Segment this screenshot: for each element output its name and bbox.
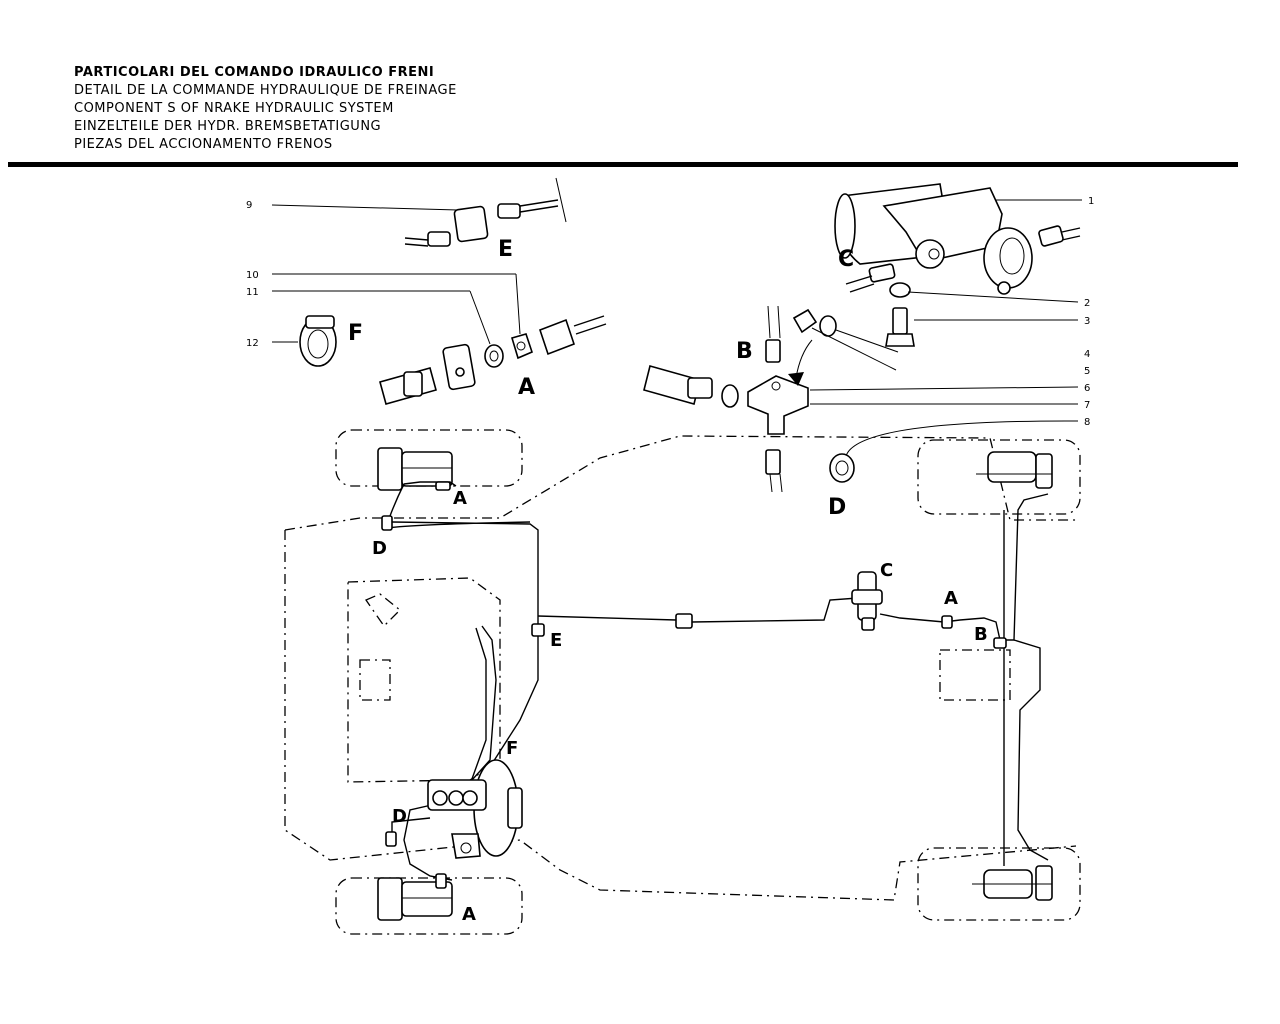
label-e-main-line: E bbox=[550, 630, 562, 651]
label-detail-c: C bbox=[838, 247, 854, 272]
pressure-regulator bbox=[851, 571, 883, 631]
label-detail-b: B bbox=[736, 339, 753, 364]
callout-10: 10 bbox=[246, 270, 259, 281]
title-english: COMPONENT S OF NRAKE HYDRAULIC SYSTEM bbox=[74, 101, 394, 116]
front-left-caliper bbox=[377, 447, 453, 491]
detail-e-union bbox=[271, 177, 567, 247]
chassis-outline bbox=[284, 429, 1081, 935]
label-a-front-right: A bbox=[462, 904, 476, 925]
callout-9: 9 bbox=[246, 200, 252, 211]
detail-f-clip bbox=[272, 315, 337, 367]
callout-1: 1 bbox=[1088, 196, 1094, 207]
callout-3: 3 bbox=[1084, 316, 1090, 327]
detail-c-cylinder bbox=[834, 183, 1082, 347]
title-block: PARTICOLARI DEL COMANDO IDRAULICO FRENI … bbox=[74, 64, 457, 154]
rear-right-brake bbox=[972, 865, 1053, 901]
label-c-regulator: C bbox=[880, 560, 893, 581]
detail-d-grommet bbox=[829, 420, 1079, 483]
front-right-caliper bbox=[377, 877, 453, 921]
label-d-front-right: D bbox=[392, 806, 407, 827]
callout-7: 7 bbox=[1084, 400, 1090, 411]
callout-6: 6 bbox=[1084, 383, 1090, 394]
label-detail-d: D bbox=[828, 495, 846, 520]
title-german: EINZELTEILE DER HYDR. BREMSBETATIGUNG bbox=[74, 119, 382, 134]
line-fittings bbox=[381, 481, 1007, 889]
title-french: DETAIL DE LA COMMANDE HYDRAULIQUE DE FRE… bbox=[74, 83, 457, 98]
label-detail-e: E bbox=[498, 237, 513, 262]
callout-5: 5 bbox=[1084, 366, 1090, 377]
label-d-front-left: D bbox=[372, 538, 387, 559]
label-f-clip: F bbox=[506, 738, 518, 759]
label-detail-a: A bbox=[518, 375, 535, 400]
label-a-front-left: A bbox=[453, 488, 467, 509]
servo-master-cylinder bbox=[427, 759, 523, 859]
callout-12: 12 bbox=[246, 338, 259, 349]
label-b-rear: B bbox=[974, 624, 988, 645]
header-rule bbox=[8, 162, 1238, 167]
rear-left-brake bbox=[976, 451, 1053, 489]
brake-lines bbox=[385, 481, 1049, 881]
detail-a-hose-fitting bbox=[272, 273, 607, 405]
label-detail-f: F bbox=[348, 321, 363, 346]
detail-b-tee bbox=[643, 305, 1079, 493]
callout-2: 2 bbox=[1084, 298, 1090, 309]
title-spanish: PIEZAS DEL ACCIONAMENTO FRENOS bbox=[74, 137, 333, 152]
callout-8: 8 bbox=[1084, 417, 1090, 428]
label-a-rear: A bbox=[944, 588, 958, 609]
callout-4: 4 bbox=[1084, 349, 1090, 360]
title-italian: PARTICOLARI DEL COMANDO IDRAULICO FRENI bbox=[74, 65, 435, 80]
callout-11: 11 bbox=[246, 287, 259, 298]
